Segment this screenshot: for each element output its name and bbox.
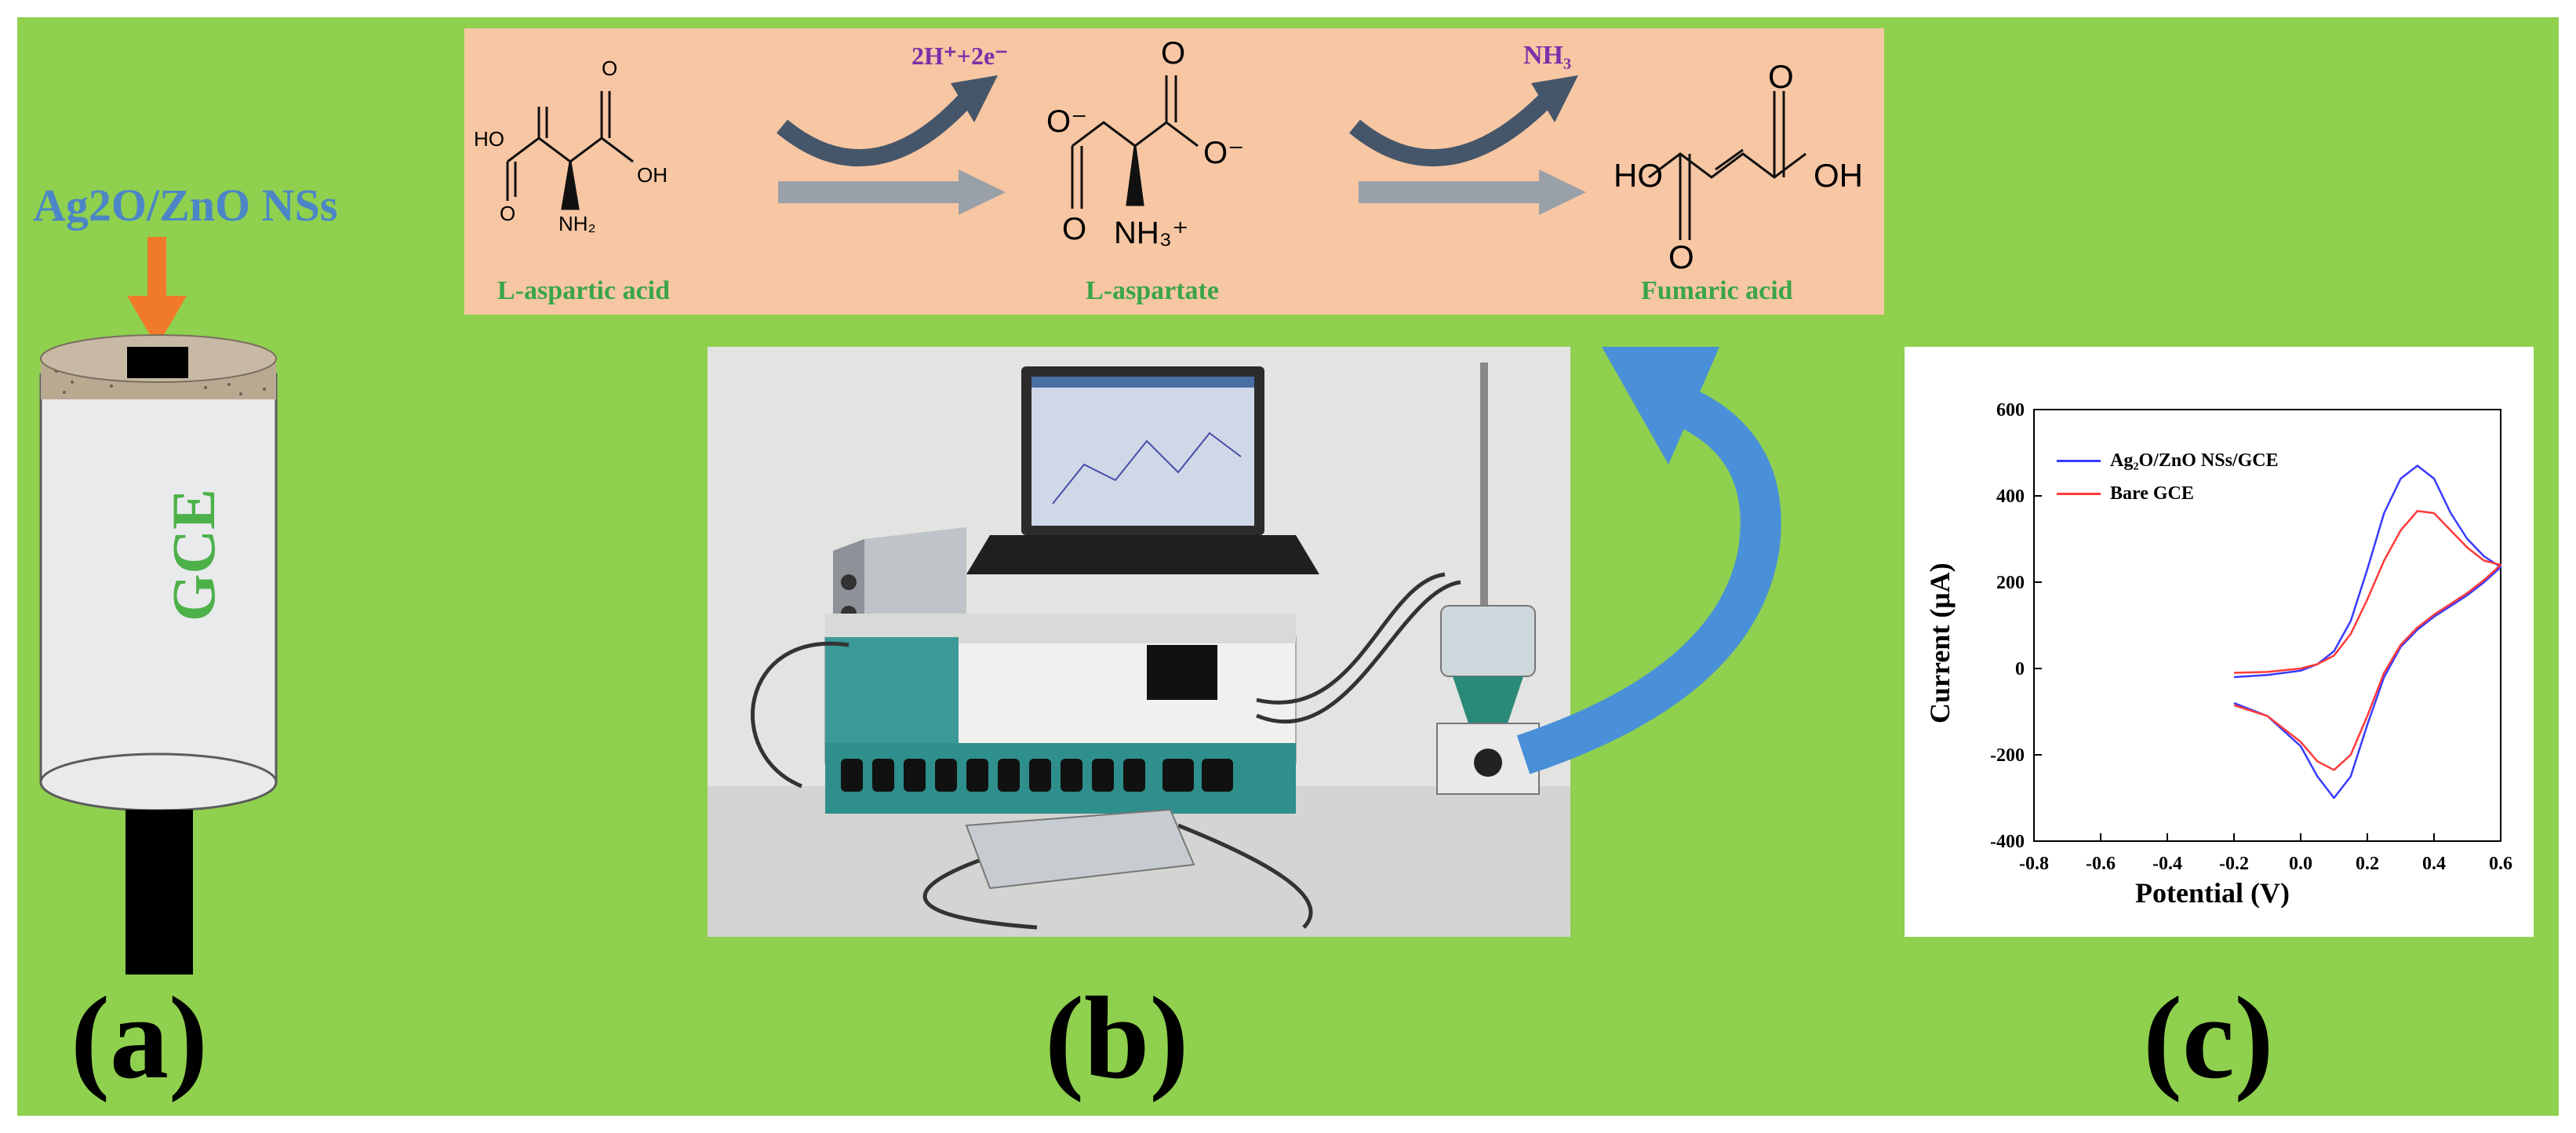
x-tick-label: 0.4: [2422, 854, 2446, 874]
legend-blue-entry: Ag₂O/ZnO NSs/GCE: [2057, 450, 2279, 472]
legend-red-entry: Bare GCE: [2057, 483, 2194, 505]
curved-blue-arrow: [1516, 347, 1781, 774]
atom-o-5: O: [1668, 239, 1694, 275]
y-tick-label: 600: [1996, 400, 2025, 421]
legend-red-swatch: [2057, 493, 2101, 495]
atom-o-minus-1: O⁻: [1046, 104, 1088, 139]
y-tick-label: -400: [1990, 832, 2025, 852]
reaction-structures: [506, 75, 1806, 240]
x-tick-label: -0.6: [2086, 854, 2116, 874]
cv-chart-frame: [1905, 347, 2534, 937]
x-tick-label: -0.4: [2152, 854, 2182, 874]
plot-area-frame: [2033, 409, 2501, 842]
byproduct-arrow-1: [776, 75, 998, 166]
atom-nh2: NH₂: [558, 212, 596, 235]
y-tick-label: -200: [1990, 745, 2025, 766]
cv-y-axis-label: Current (μA): [1924, 563, 1956, 723]
x-tick-label: -0.8: [2019, 854, 2049, 874]
orange-down-arrow: [127, 237, 187, 347]
potentiostat-photo: [708, 347, 1570, 937]
y-tick-label: 400: [1996, 486, 2025, 507]
reaction-arrow-2: [1359, 169, 1586, 215]
series-line-ag2o-zno: [2233, 464, 2502, 800]
series-line-bare-gce: [2233, 510, 2502, 771]
electrochemical-cell: [1436, 362, 1540, 795]
panel-letter-c: (c): [2143, 973, 2274, 1103]
panel-letter-a: (a): [71, 973, 208, 1103]
potentiostat-unit: [824, 614, 1297, 814]
aspartic-acid-structure: [506, 91, 634, 210]
gce-label: GCE: [159, 488, 227, 621]
atom-o-3: O: [1062, 212, 1087, 246]
y-tick-label: 0: [2015, 659, 2025, 679]
atom-nh3-plus: NH₃⁺: [1114, 216, 1189, 250]
legend-blue-swatch: [2057, 460, 2101, 462]
reactant-name: L-aspartic acid: [497, 276, 671, 305]
cv-x-axis-label: Potential (V): [2135, 877, 2290, 909]
reaction-arrow-1: [778, 169, 1006, 215]
x-tick-label: -0.2: [2219, 854, 2249, 874]
atom-oh-1: OH: [637, 163, 668, 187]
x-tick-label: 0.6: [2489, 854, 2512, 874]
probe-box: [965, 808, 1195, 890]
gce-electrode-body: [39, 334, 278, 975]
atom-o-2: O: [602, 56, 618, 80]
laptop: [966, 366, 1319, 574]
atom-o-minus-2: O⁻: [1203, 136, 1245, 170]
legend-red-label: Bare GCE: [2110, 483, 2194, 504]
electrode-diagram: [39, 237, 278, 975]
byproduct-1: 2H⁺+2e⁻: [911, 42, 1009, 70]
reaction-scheme-box: [464, 28, 1884, 315]
product-name: Fumaric acid: [1641, 276, 1793, 305]
coating-label: Ag2O/ZnO NSs: [33, 180, 338, 231]
intermediate-name: L-aspartate: [1086, 276, 1219, 305]
atom-ho-2: HO: [1614, 157, 1663, 194]
x-tick-label: 0.2: [2356, 854, 2379, 874]
panel-letter-b: (b): [1045, 973, 1189, 1103]
aspartate-structure: [1071, 75, 1199, 209]
figure-background: Ag2O/ZnO NSs GCE (a): [17, 17, 2559, 1116]
y-tick-label: 200: [1996, 573, 2025, 593]
atom-o-6: O: [1768, 58, 1794, 95]
atom-o-1: O: [500, 202, 516, 225]
x-tick-label: 0.0: [2289, 854, 2312, 874]
byproduct-2: NH₃: [1523, 41, 1572, 70]
cv-chart: -0.8 -0.6 -0.4 -0.2 0.0 0.2 0.4 0.6 -400 -200 0 200…: [1990, 400, 2512, 874]
byproduct-arrow-2: [1348, 75, 1578, 166]
atom-oh-2: OH: [1814, 157, 1863, 194]
atom-ho-1: HO: [474, 127, 504, 151]
legend-blue-label: Ag₂O/ZnO NSs/GCE: [2110, 450, 2279, 471]
atom-o-4: O: [1161, 36, 1186, 71]
fumaric-acid-structure: [1648, 91, 1806, 240]
